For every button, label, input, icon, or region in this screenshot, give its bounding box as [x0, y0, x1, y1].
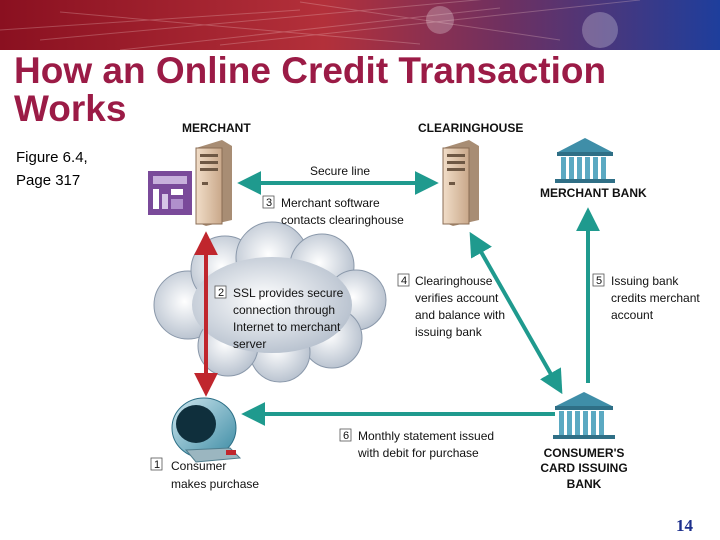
step-6: 6 Monthly statement issued with debit fo… [339, 428, 494, 460]
step-1-line-1: Consumer [171, 459, 226, 473]
header-banner [0, 0, 720, 50]
step-6-number: 6 [343, 430, 349, 442]
step-1-number: 1 [154, 459, 160, 471]
merchant-bank-icon [555, 138, 615, 183]
step-3: 3 Merchant software contacts clearinghou… [262, 195, 404, 227]
merchant-server-icon [195, 140, 232, 226]
step-3-line-2: contacts clearinghouse [281, 213, 404, 227]
slide-title-line-2: Works [14, 88, 127, 129]
step-6-line-2: with debit for purchase [357, 446, 479, 460]
page-number: 14 [676, 516, 693, 535]
step-1: 1 Consumer makes purchase [150, 457, 259, 491]
step-2-line-2: connection through [233, 303, 335, 317]
step-2-line-1: SSL provides secure [233, 286, 344, 300]
step-2-line-4: server [233, 337, 266, 351]
step-3-number: 3 [266, 197, 272, 209]
step-5: 5 Issuing bank credits merchant account [592, 273, 700, 322]
step-2-line-3: Internet to merchant [233, 320, 341, 334]
secure-line-label: Secure line [310, 164, 370, 178]
step-4-number: 4 [401, 275, 407, 287]
step-2-number: 2 [218, 287, 224, 299]
step-6-line-1: Monthly statement issued [358, 429, 494, 443]
step-1-line-2: makes purchase [171, 477, 259, 491]
consumer-computer-icon [171, 397, 242, 463]
issuing-bank-label-line-2: CARD ISSUING [540, 461, 627, 475]
figure-reference: Figure 6.4, Page 317 [16, 146, 88, 192]
step-3-line-1: Merchant software [281, 196, 380, 210]
step-4-line-3: and balance with [415, 308, 505, 322]
issuing-bank-label-line-3: BANK [567, 477, 602, 491]
merchant-bank-label: MERCHANT BANK [540, 186, 647, 200]
internet-cloud-icon [153, 221, 387, 383]
verification-arrow [469, 231, 563, 395]
clearinghouse-server-icon [442, 140, 479, 226]
step-5-line-2: credits merchant [611, 291, 700, 305]
figure-reference-line-1: Figure 6.4, [16, 149, 88, 166]
step-4-line-4: issuing bank [415, 325, 483, 339]
merchant-label: MERCHANT [182, 121, 251, 135]
step-5-line-3: account [611, 308, 654, 322]
issuing-bank-label-line-1: CONSUMER'S [544, 446, 625, 460]
issuing-bank-icon [553, 392, 615, 439]
figure-reference-line-2: Page 317 [16, 172, 81, 189]
step-2: 2 SSL provides secure connection through… [214, 285, 344, 351]
web-page-icon [148, 171, 192, 215]
step-4: 4 Clearinghouse verifies account and bal… [397, 273, 505, 339]
step-4-line-2: verifies account [415, 291, 499, 305]
slide-title-line-1: How an Online Credit Transaction [14, 50, 607, 91]
step-5-number: 5 [596, 275, 602, 287]
slide-title: How an Online Credit Transaction Works [14, 52, 606, 128]
clearinghouse-label: CLEARINGHOUSE [418, 121, 523, 135]
step-5-line-1: Issuing bank [611, 274, 679, 288]
step-4-line-1: Clearinghouse [415, 274, 493, 288]
